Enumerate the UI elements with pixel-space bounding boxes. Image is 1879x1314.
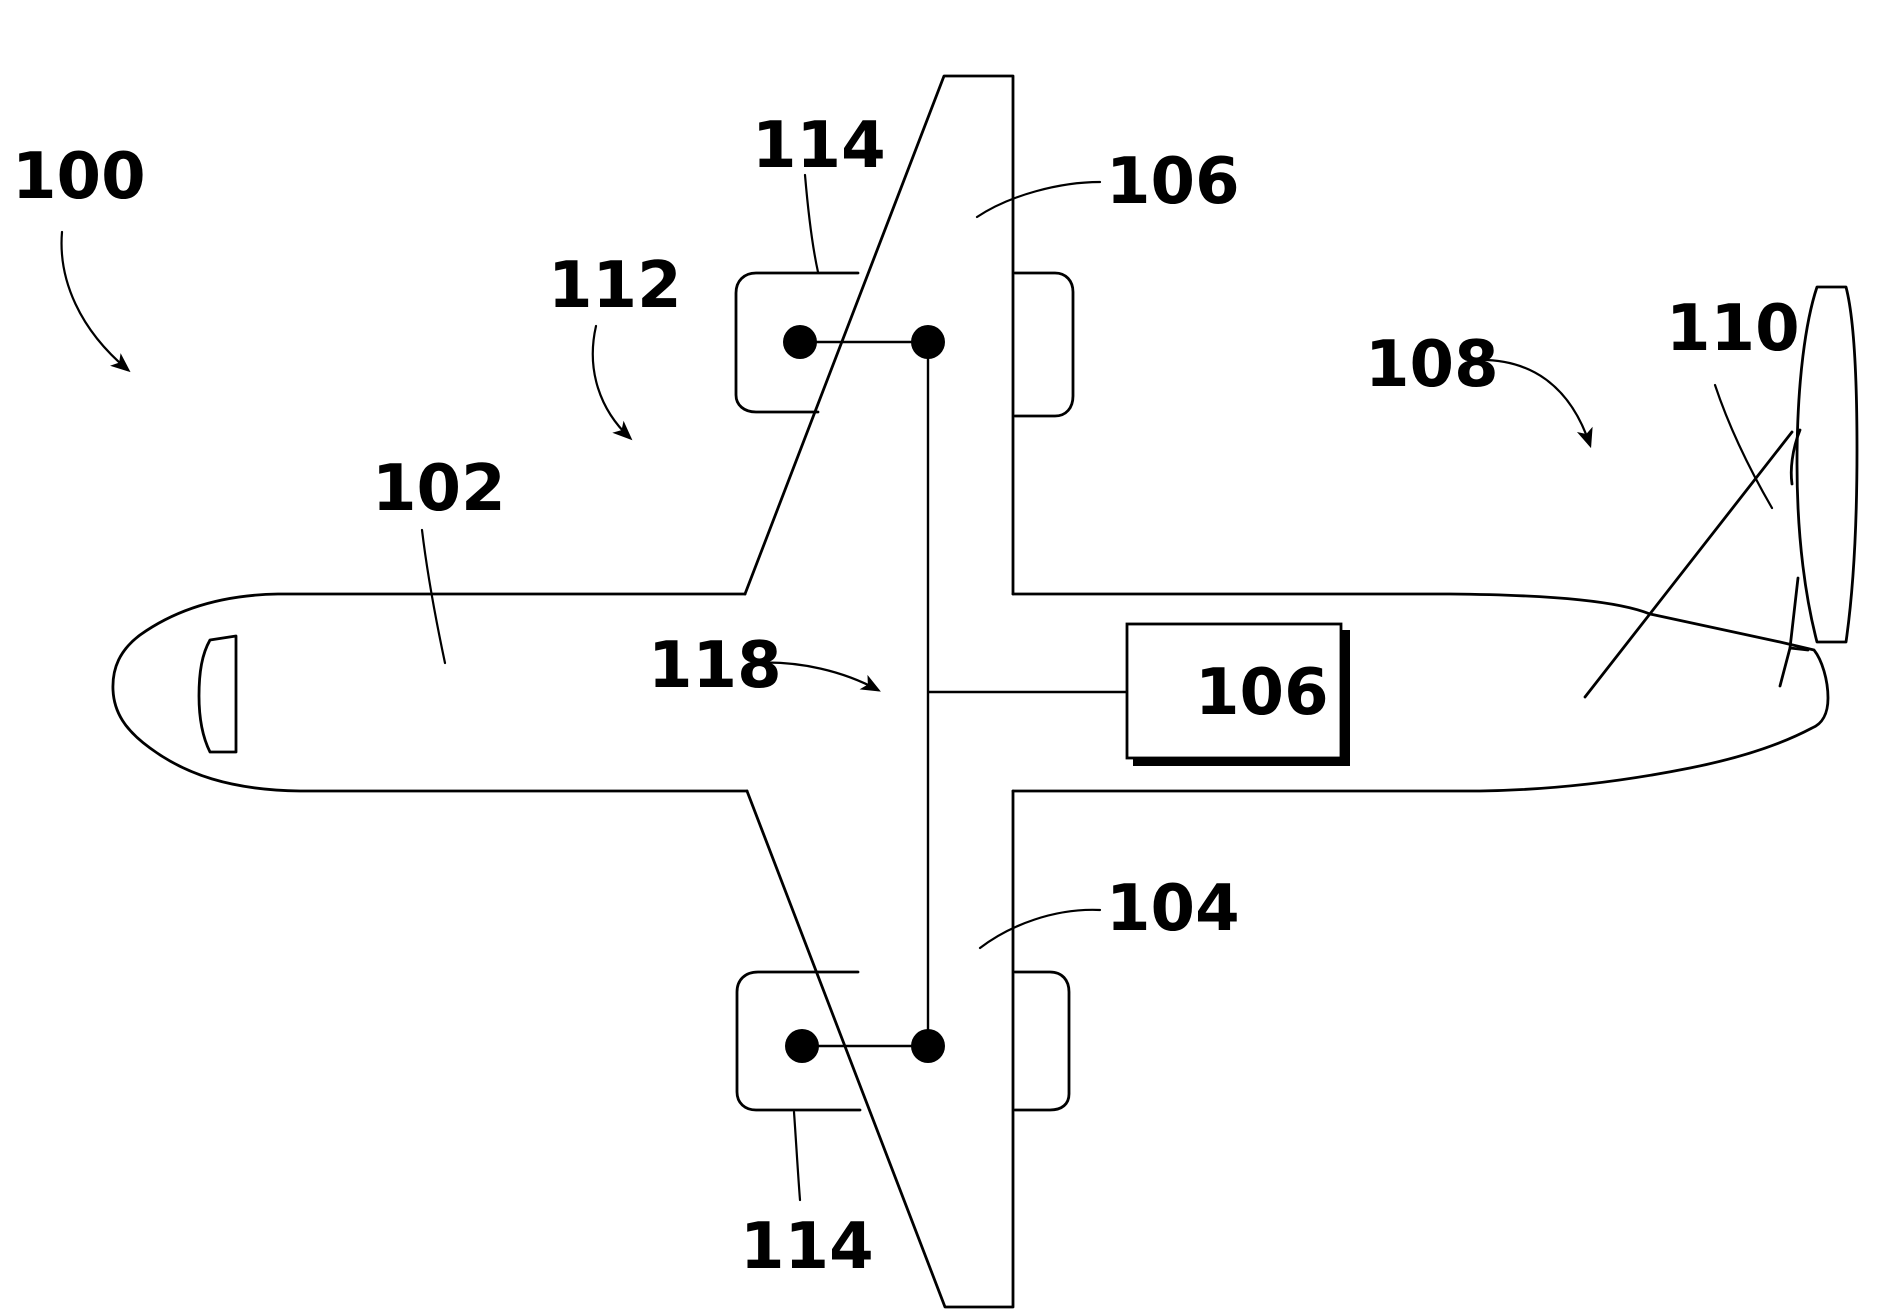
nacelle-upper-rear	[1015, 273, 1073, 416]
cockpit-window	[199, 636, 236, 752]
label-118: 118	[648, 629, 782, 703]
label-114-lower: 114	[740, 1210, 874, 1284]
label-114-upper: 114	[752, 109, 886, 183]
propulsor-shaft-diagonal	[1585, 432, 1792, 697]
label-100: 100	[12, 140, 146, 214]
leader-106-upper	[977, 182, 1100, 217]
node-spine-lower	[911, 1029, 945, 1063]
arrow-100	[62, 232, 128, 370]
propulsor-mount	[1780, 648, 1808, 686]
node-spine-upper	[911, 325, 945, 359]
propulsor-strut	[1790, 578, 1798, 648]
label-104: 104	[1106, 872, 1240, 946]
arrow-112	[593, 326, 630, 438]
leader-104	[980, 910, 1100, 948]
leader-114-lower	[794, 1112, 800, 1200]
label-106-box: 106	[1195, 656, 1329, 730]
leader-114-upper	[805, 175, 818, 272]
label-102: 102	[372, 452, 506, 526]
leader-102	[422, 530, 445, 663]
electrical-wiring	[783, 325, 1128, 1063]
label-108: 108	[1365, 328, 1499, 402]
propulsor-blade	[1797, 287, 1857, 642]
node-engine-upper	[783, 325, 817, 359]
label-110: 110	[1666, 292, 1800, 366]
reference-labels: 100 114 106 112 108 110 102 118 106 104 …	[12, 109, 1800, 1284]
nacelle-lower-rear	[1015, 972, 1069, 1110]
label-106-upper: 106	[1106, 145, 1240, 219]
node-engine-lower	[785, 1029, 819, 1063]
label-112: 112	[548, 249, 682, 323]
leader-110	[1715, 385, 1772, 508]
